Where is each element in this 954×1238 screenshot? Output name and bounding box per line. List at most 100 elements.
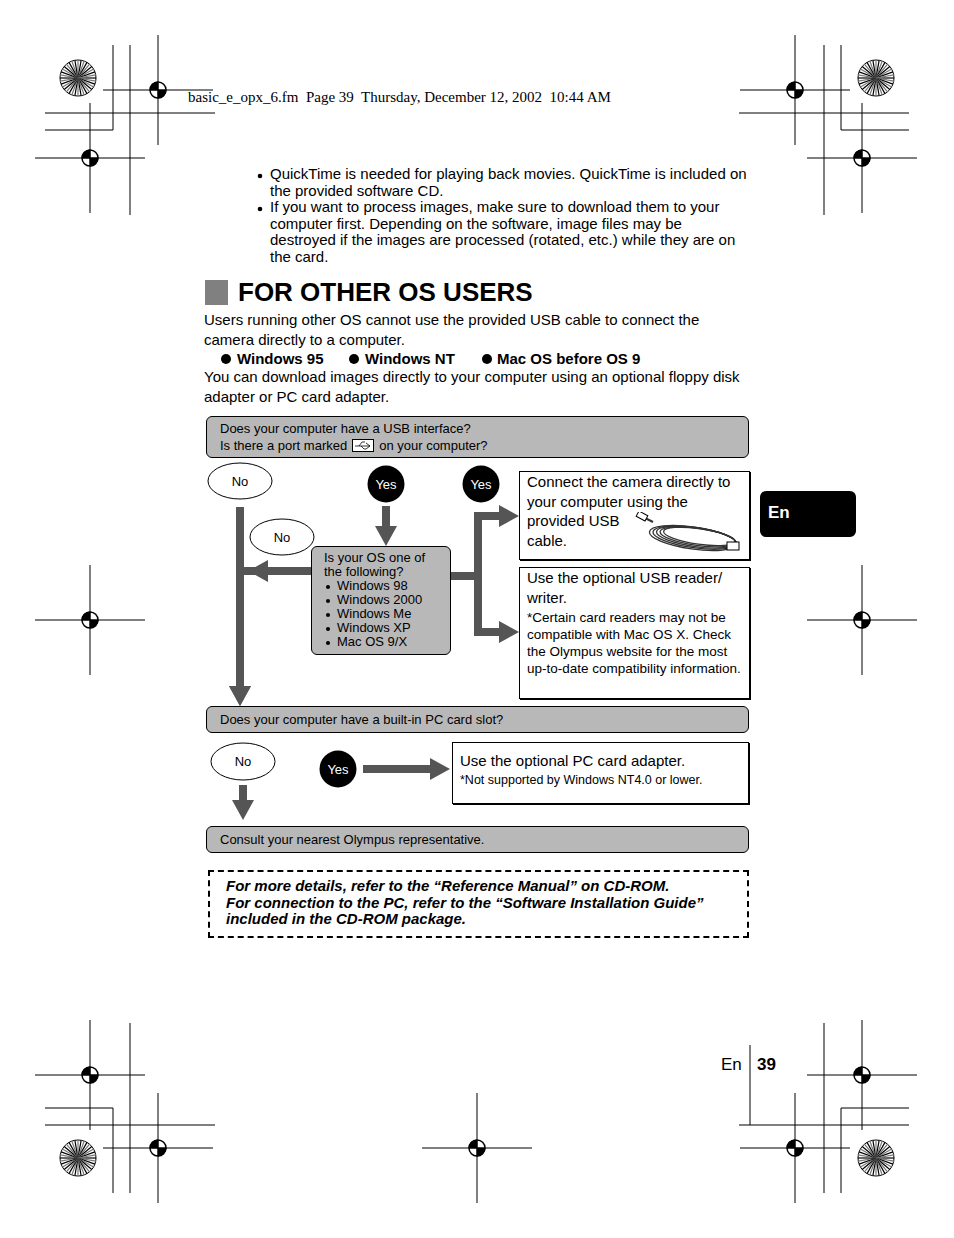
body-text: Users running other OS cannot use the pr… [204,310,752,349]
starburst-spoke [873,1140,876,1158]
os-name: Windows 98 [337,578,408,593]
action-box: Use the optional USB reader/ writer.*Cer… [519,567,750,699]
starburst-spoke [60,78,78,81]
note-text: *Not supported by Windows NT4.0 or lower… [460,772,746,789]
node-text: Connect the camera directly to your comp… [527,472,743,550]
registration-mark [807,103,917,213]
bullet-dot [326,599,330,603]
trim-line [739,113,909,114]
starburst-spoke [78,78,81,96]
heading-square [205,280,228,305]
bullet-dot [326,641,330,645]
note-text: For connection to the PC, refer to the “… [226,895,731,928]
starburst-spoke [78,1155,96,1158]
question-band: Does your computer have a USB interface?… [206,416,749,458]
bullet-dot [326,627,330,631]
bullet-dot [221,354,231,364]
bullet-dot [326,585,330,589]
starburst-spoke [876,78,882,95]
trim-line [45,1108,113,1109]
no-oval: No [249,518,315,556]
starburst-spoke [78,72,95,78]
bullet-dot [482,354,492,364]
os-name: Windows 2000 [337,592,422,607]
os-name: Windows XP [337,620,411,635]
trim-line [824,45,825,215]
note-text: *Certain card readers may not be compati… [527,609,744,677]
section-heading: FOR OTHER OS USERS [238,277,533,308]
starburst-spoke [72,1141,78,1158]
flow-arrow [363,765,430,773]
os-name: Windows Me [337,606,411,621]
yes-circle: Yes [319,750,357,788]
starburst-spoke [78,75,96,78]
trim-line [45,1125,215,1126]
node-text: Is your OS one of the following? [324,551,442,579]
float-spacer [742,472,743,512]
trim-line [841,45,842,130]
starburst-spoke [876,72,893,78]
no-oval: No [210,742,276,781]
flow-arrow [382,506,390,526]
registration-mark [35,103,145,213]
starburst-spoke [876,1158,879,1176]
bullet-dot [258,207,263,212]
starburst-spoke [876,1155,894,1158]
starburst-spoke [78,1158,81,1176]
starburst-spoke [78,1152,95,1158]
starburst-spoke [72,61,78,78]
starburst-spoke [859,78,876,84]
node-text: En [768,503,848,523]
trim-line [130,1023,131,1193]
note-box: For more details, refer to the “Referenc… [208,870,749,938]
node-text: Yes [327,762,348,777]
language-code: En [721,1055,742,1075]
bullet-dot [349,354,359,364]
no-oval: No [207,462,273,500]
starburst-spoke [61,78,78,84]
trim-line [113,45,114,130]
merge-arrowhead [248,560,268,582]
node-text: No [274,530,291,545]
yes-circle: Yes [367,465,405,503]
trim-line [113,1108,114,1193]
starburst-spoke [876,75,894,78]
trim-line [841,130,909,131]
registration-mark [103,1093,213,1203]
node-text: Yes [375,477,396,492]
starburst-mark [858,1140,894,1176]
page-rule [750,1045,751,1125]
node-text: Does your computer have a built-in PC ca… [220,711,735,728]
trim-line [739,1125,909,1126]
registration-mark [740,1093,850,1203]
language-tab: En [760,491,856,537]
starburst-spoke [75,1140,78,1158]
node-text: No [235,754,252,769]
registration-mark [35,565,145,675]
file-header: basic_e_opx_6.fm Page 39 Thursday, Decem… [188,88,748,106]
starburst-spoke [858,1158,876,1161]
starburst-mark [60,1140,96,1176]
starburst-spoke [61,1158,78,1164]
body-text: If you want to process images, make sure… [270,199,750,265]
usb-cable-picture [635,512,743,554]
starburst-spoke [78,1158,84,1175]
question-band: Does your computer have a built-in PC ca… [206,706,749,733]
node-text: Does your computer have a USB interface? [220,420,735,437]
starburst-mark [858,60,894,96]
note-text: on your computer? [379,438,487,453]
starburst-spoke [876,78,879,96]
bullet-dot [258,174,263,179]
starburst-spoke [870,61,876,78]
starburst-spoke [873,60,876,78]
os-name: Mac OS 9/X [337,634,407,649]
list-item: Windows XP [324,621,442,635]
registration-mark [422,1093,532,1203]
starburst-spoke [870,1141,876,1158]
list-item: Windows 98 [324,579,442,593]
registration-mark [35,1020,145,1130]
starburst-spoke [78,78,84,95]
yes-circle: Yes [462,465,500,503]
starburst-spoke [858,78,876,81]
